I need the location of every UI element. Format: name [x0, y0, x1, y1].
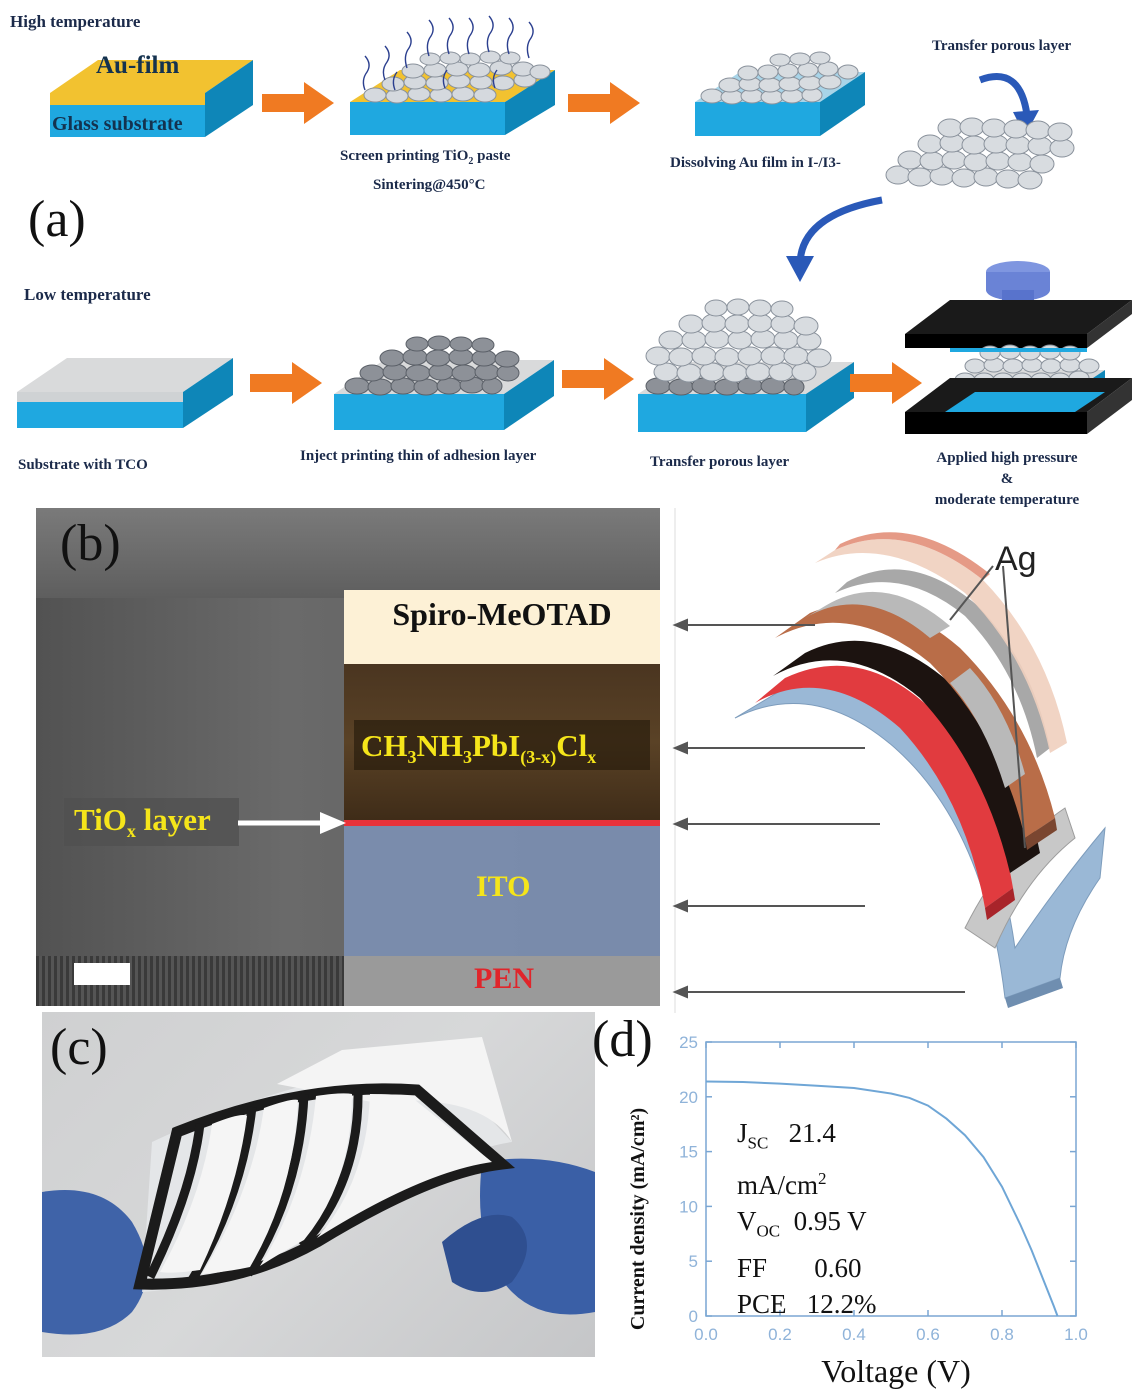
applied-pressure-label: Applied high pressure & moderate tempera… — [934, 450, 1080, 508]
panel-c-photo: (c) — [42, 1012, 595, 1357]
y-axis-label: Current density (mA/cm²) — [627, 1108, 649, 1330]
x-tick-label: 0.0 — [694, 1325, 718, 1344]
ito-layer — [344, 826, 660, 956]
au-film-label: Au-film — [96, 52, 180, 79]
y-tick-label: 10 — [679, 1197, 698, 1216]
jv-parameters: JSC 21.4 mA/cm2 VOC 0.95 V FF 0.60 PCE 1… — [737, 1115, 877, 1322]
process-arrow — [250, 362, 322, 404]
pen-label: PEN — [474, 962, 534, 995]
transfer-porous-layer-bottom-label: Transfer porous layer — [650, 454, 790, 470]
jsc-unit-row: mA/cm2 — [737, 1169, 827, 1201]
panel-a-letter: (a) — [28, 191, 86, 248]
spiro-label: Spiro-MeOTAD — [392, 596, 612, 632]
y-tick-label: 20 — [679, 1088, 698, 1107]
perovskite-label-box — [354, 720, 650, 770]
device-stack-schematic: Ag — [672, 508, 1106, 1013]
au-film-substrate — [50, 60, 253, 137]
high-temperature-label: High temperature — [10, 12, 141, 31]
dissolving-label: Dissolving Au film in I-/I3- — [670, 155, 841, 171]
plot-frame — [705, 1041, 1077, 1317]
voc-row: VOC 0.95 V — [737, 1206, 867, 1241]
screen-printing-label: Screen printing TiO2 paste — [340, 148, 511, 167]
transfer-porous-layer-top-label: Transfer porous layer — [932, 38, 1072, 54]
x-tick-label: 0.4 — [842, 1325, 866, 1344]
press-assembly — [905, 261, 1132, 434]
dissolved-au-substrate — [695, 51, 865, 136]
sintering-label: Sintering@450°C — [373, 177, 486, 193]
flexible-device-photo — [42, 1037, 595, 1335]
ito-label: ITO — [476, 870, 531, 903]
pen-layer — [344, 956, 660, 1006]
y-tick-label: 5 — [689, 1252, 698, 1271]
sem-upper-region — [36, 508, 660, 598]
tiox-pointer-arrow — [238, 812, 346, 834]
x-axis-label: Voltage (V) — [821, 1353, 971, 1389]
panel-c-letter: (c) — [50, 1019, 108, 1076]
tiox-label: TiOx layer — [74, 802, 211, 842]
panel-b-sem: Spiro-MeOTAD CH3NH3PbI(3-x)Clx ITO PEN T… — [36, 508, 660, 1006]
spiro-layer — [344, 590, 660, 664]
tco-substrate — [17, 358, 233, 428]
y-tick-label: 25 — [679, 1033, 698, 1052]
process-arrow — [850, 362, 922, 404]
y-tick-label: 0 — [689, 1307, 698, 1326]
inject-printing-label: Inject printing thin of adhesion layer — [300, 448, 537, 464]
panel-a: High temperature Au-film Glass substrate… — [0, 0, 1137, 508]
ff-row: FF 0.60 — [737, 1252, 862, 1283]
adhesion-layer-substrate — [334, 335, 554, 430]
pce-row: PCE 12.2% — [737, 1288, 877, 1319]
x-tick-label: 0.8 — [990, 1325, 1014, 1344]
curved-arrow — [786, 196, 883, 282]
glass-substrate-label: Glass substrate — [52, 113, 183, 135]
process-arrow — [262, 82, 334, 124]
panel-d-letter: (d) — [592, 1011, 653, 1068]
floating-porous-layer — [885, 117, 1075, 190]
substrate-tco-label: Substrate with TCO — [18, 457, 148, 473]
process-arrow — [568, 82, 640, 124]
transferred-porous-layer-substrate — [638, 298, 854, 432]
tiox-label-box — [64, 798, 239, 846]
low-temperature-label: Low temperature — [24, 285, 151, 304]
scale-bar — [74, 963, 130, 985]
jv-curve-line — [705, 1080, 1059, 1317]
x-tick-label: 0.6 — [916, 1325, 940, 1344]
panel-b-letter: (b) — [60, 515, 121, 572]
y-tick-label: 15 — [679, 1143, 698, 1162]
x-tick-label: 1.0 — [1064, 1325, 1088, 1344]
x-tick-label: 0.2 — [768, 1325, 792, 1344]
perovskite-label: CH3NH3PbI(3-x)Clx — [361, 728, 597, 768]
screen-printed-tio2-substrate — [350, 15, 555, 135]
ag-label: Ag — [995, 540, 1037, 578]
tiox-layer-line — [344, 820, 660, 826]
jsc-row: JSC 21.4 — [737, 1118, 836, 1153]
curved-arrow — [978, 73, 1039, 136]
process-arrow — [562, 358, 634, 400]
